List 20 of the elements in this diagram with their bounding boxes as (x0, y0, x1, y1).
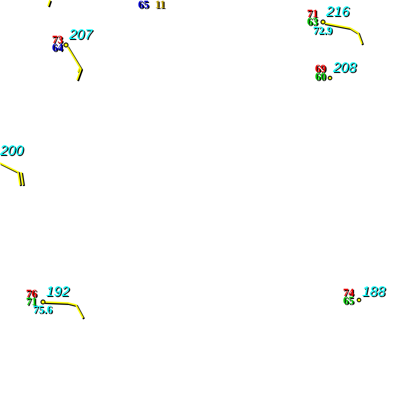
station-id: 200 (0, 144, 24, 157)
station-id: 188 (362, 285, 386, 298)
dewpoint-value: 65 (138, 0, 149, 10)
temperature-value: 69 (315, 64, 326, 74)
dewpoint-value: 71 (26, 297, 37, 307)
dewpoint-value: 60 (315, 72, 326, 82)
dewpoint-value: 64 (52, 43, 63, 53)
temperature-value: 76 (26, 289, 37, 299)
dewpoint-value: 63 (307, 17, 318, 27)
temperature-value: 71 (307, 9, 318, 19)
station-id: 216 (326, 5, 350, 18)
pressure-value: 75.6 (33, 305, 52, 315)
pressure-value: 72.9 (313, 26, 332, 36)
temperature-value: 74 (343, 288, 354, 298)
station-id: 207 (69, 28, 92, 41)
dewpoint-value: 65 (343, 296, 354, 306)
station-id: 192 (46, 285, 70, 298)
temperature-value: 73 (52, 35, 63, 45)
wind-gust-value: 11 (155, 0, 166, 10)
station-id: 208 (333, 61, 356, 74)
